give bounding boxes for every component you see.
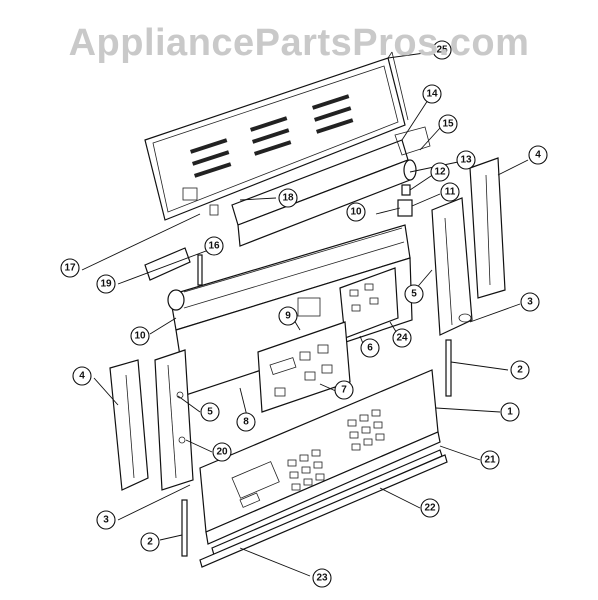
svg-text:19: 19 — [100, 279, 112, 290]
svg-text:13: 13 — [460, 155, 472, 166]
svg-text:10: 10 — [134, 331, 146, 342]
callout-24: 24 — [392, 328, 412, 348]
svg-text:10: 10 — [350, 207, 362, 218]
svg-text:6: 6 — [367, 343, 373, 354]
part-25-back-panel — [144, 51, 409, 221]
part-19-bracket — [144, 247, 191, 281]
callout-7: 7 — [334, 380, 354, 400]
svg-text:18: 18 — [282, 193, 294, 204]
svg-text:1: 1 — [507, 407, 513, 418]
callout-3-right: 3 — [520, 292, 540, 312]
callout-2-right: 2 — [510, 360, 530, 380]
callout-17: 17 — [60, 258, 80, 278]
svg-text:8: 8 — [243, 417, 249, 428]
part-4-right-bracket — [469, 157, 506, 299]
callout-15: 15 — [438, 114, 458, 134]
callout-3-left: 3 — [96, 510, 116, 530]
svg-text:17: 17 — [64, 263, 76, 274]
svg-text:7: 7 — [341, 385, 347, 396]
part-16-rod — [197, 254, 203, 286]
callout-1: 1 — [500, 402, 520, 422]
svg-text:16: 16 — [208, 241, 220, 252]
button-cluster-right — [347, 409, 385, 451]
callout-18: 18 — [278, 188, 298, 208]
callout-14: 14 — [422, 84, 442, 104]
callout-8: 8 — [236, 412, 256, 432]
svg-text:21: 21 — [484, 455, 496, 466]
callout-20: 20 — [212, 442, 232, 462]
button-cluster-middle — [287, 449, 325, 491]
callout-22: 22 — [420, 498, 440, 518]
part-15-trim-bracket — [231, 126, 431, 247]
svg-text:2: 2 — [147, 537, 153, 548]
callout-19: 19 — [96, 274, 116, 294]
callout-12: 12 — [430, 162, 450, 182]
part-2-rod-left — [181, 499, 188, 557]
part-3-right-bracket — [431, 197, 473, 336]
svg-text:4: 4 — [79, 371, 85, 382]
part-6-control-board — [339, 267, 399, 339]
svg-text:3: 3 — [527, 297, 533, 308]
svg-text:9: 9 — [285, 311, 291, 322]
callout-6: 6 — [360, 338, 380, 358]
callout-4-left: 4 — [72, 366, 92, 386]
svg-text:3: 3 — [103, 515, 109, 526]
callout-2-left: 2 — [140, 532, 160, 552]
leader-lines — [81, 51, 529, 577]
part-22-trim-strip — [199, 449, 448, 568]
callout-5-right: 5 — [404, 284, 424, 304]
svg-text:22: 22 — [424, 503, 436, 514]
callout-9: 9 — [278, 306, 298, 326]
svg-text:2: 2 — [517, 365, 523, 376]
svg-text:12: 12 — [434, 167, 446, 178]
part-1-control-panel — [199, 369, 441, 545]
svg-text:15: 15 — [442, 119, 454, 130]
svg-text:25: 25 — [436, 45, 448, 56]
part-7-electronic-board — [257, 321, 351, 413]
callout-23: 23 — [312, 568, 332, 588]
callout-5-left: 5 — [200, 402, 220, 422]
callout-10-left: 10 — [130, 326, 150, 346]
callout-25: 25 — [432, 40, 452, 60]
button-cluster-left — [231, 461, 280, 508]
svg-text:14: 14 — [426, 89, 438, 100]
part-12-clip — [397, 184, 413, 217]
callout-10-top: 10 — [346, 202, 366, 222]
callout-11: 11 — [440, 182, 460, 202]
vent-slots — [190, 94, 354, 178]
svg-text:4: 4 — [535, 150, 541, 161]
callout-4-right: 4 — [528, 145, 548, 165]
svg-text:20: 20 — [216, 447, 228, 458]
svg-text:5: 5 — [411, 289, 417, 300]
callout-13: 13 — [456, 150, 476, 170]
svg-text:11: 11 — [445, 187, 456, 198]
part-4-left-bracket — [109, 359, 149, 491]
callout-21: 21 — [480, 450, 500, 470]
part-2-rod-right — [445, 339, 452, 397]
svg-text:24: 24 — [396, 333, 408, 344]
callout-16: 16 — [204, 236, 224, 256]
svg-text:23: 23 — [316, 573, 328, 584]
svg-text:5: 5 — [207, 407, 213, 418]
